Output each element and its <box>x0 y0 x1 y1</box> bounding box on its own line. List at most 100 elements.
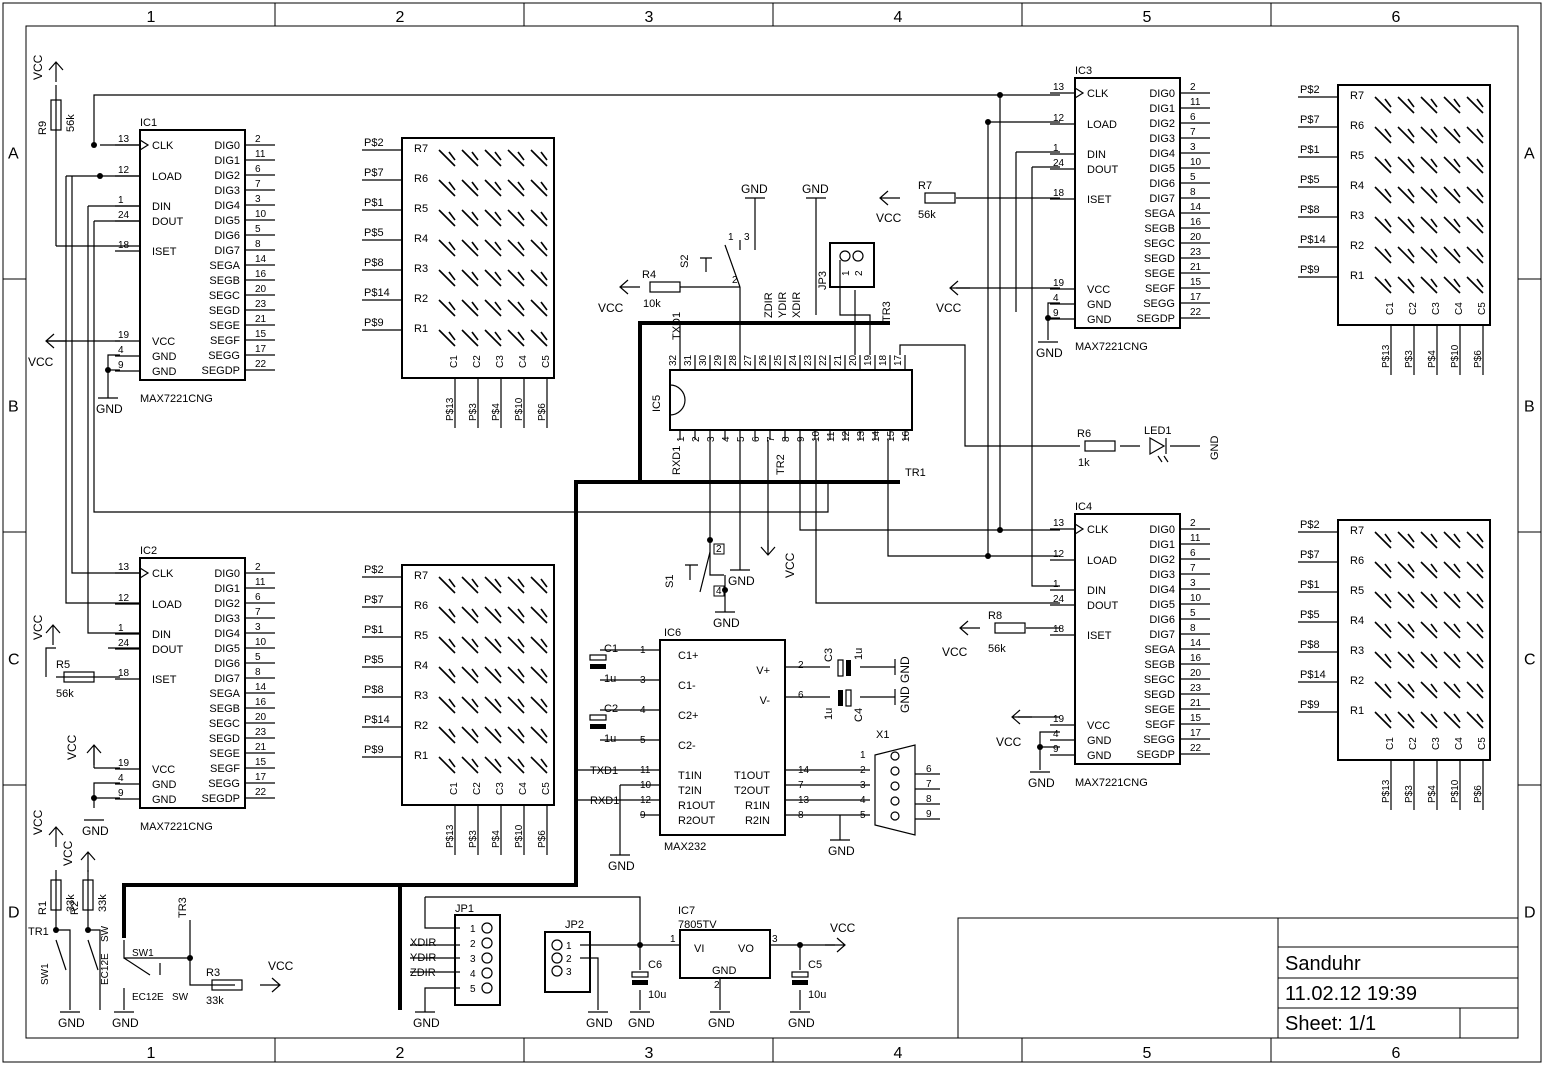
matrix-led-icon <box>484 606 502 624</box>
pin-name: SEGA <box>1144 644 1175 656</box>
led1: LED1 GND <box>1144 425 1221 463</box>
pin-number: 8 <box>1190 623 1196 634</box>
matrix-row-label: R1 <box>1350 705 1364 717</box>
matrix-col-net: P$13 <box>1381 779 1392 803</box>
mcu-pin-number: 23 <box>803 354 814 366</box>
svg-text:TR3: TR3 <box>177 897 189 918</box>
misc-net-labels: TR1 TR3 <box>28 897 189 938</box>
pin-number: 16 <box>255 269 267 280</box>
capacitor-c6: C6 10u <box>631 959 666 1001</box>
ground-icon: GND <box>788 1011 815 1030</box>
grid-col-top: 6 <box>1392 9 1401 26</box>
max232-pin-number: 12 <box>640 795 652 806</box>
matrix-col-net: P$13 <box>445 397 456 421</box>
pin-number: 22 <box>255 787 267 798</box>
grid-row-right: B <box>1524 399 1535 416</box>
junctions <box>53 92 1051 961</box>
matrix-led-icon <box>438 239 456 257</box>
signal-bus <box>122 321 900 1010</box>
pin-name: SEGA <box>209 260 240 272</box>
matrix-led-icon <box>1443 96 1461 114</box>
matrix-led-icon <box>1374 246 1392 264</box>
pin-name: CLK <box>152 140 174 152</box>
grid-col-top: 3 <box>645 9 654 26</box>
matrix-led-icon <box>1466 96 1484 114</box>
matrix-col-net: P$6 <box>1473 785 1484 803</box>
svg-text:GND: GND <box>112 1016 139 1030</box>
svg-text:SW: SW <box>172 992 189 1003</box>
pin-number: 7 <box>1190 563 1196 574</box>
pin-number: 4 <box>1053 293 1059 304</box>
matrix-led-icon <box>530 269 548 287</box>
svg-text:4: 4 <box>716 586 722 597</box>
matrix-led-icon <box>484 636 502 654</box>
svg-text:VCC: VCC <box>936 301 962 315</box>
svg-text:VCC: VCC <box>268 959 294 973</box>
net-rxd1-max: RXD1 <box>590 795 619 807</box>
pin-number: 23 <box>255 299 267 310</box>
pin-number: 18 <box>1053 624 1065 635</box>
mcu-pin-number: 25 <box>773 354 784 366</box>
max7221-ic2: IC2MAX7221CNG13CLK12LOAD1DIN24DOUT18ISET… <box>115 545 275 833</box>
max7221-ic1: IC1MAX7221CNG13CLK12LOAD1DIN24DOUT18ISET… <box>115 117 275 405</box>
pin-name: DIG2 <box>214 170 240 182</box>
matrix-led-icon <box>1466 561 1484 579</box>
matrix-col-net: P$3 <box>1404 350 1415 368</box>
svg-text:56k: 56k <box>988 643 1006 655</box>
pin-name: GND <box>152 779 177 791</box>
svg-text:2: 2 <box>470 939 476 950</box>
pin-number: 18 <box>118 668 130 679</box>
matrix-led-icon <box>1397 621 1415 639</box>
matrix-led-icon <box>1443 156 1461 174</box>
pin-number: 3 <box>1190 578 1196 589</box>
pin-number: 8 <box>255 667 261 678</box>
jumper-jp2: JP2 123 <box>544 919 591 993</box>
grid-col-top: 1 <box>147 9 156 26</box>
matrix-row-net: P$9 <box>364 744 384 756</box>
mcu-pin-number: 22 <box>818 354 829 366</box>
capacitor-c4: 1u C4 <box>823 689 865 722</box>
pin-name: LOAD <box>1087 119 1117 131</box>
pin-name: VCC <box>1087 720 1110 732</box>
pin-name: DIG3 <box>214 613 240 625</box>
matrix-row-net: P$8 <box>1300 204 1320 216</box>
matrix-led-icon <box>461 726 479 744</box>
pin-name: DIG4 <box>1149 584 1175 596</box>
grid-col-bottom: 6 <box>1392 1045 1401 1062</box>
matrix-row-net: P$8 <box>1300 639 1320 651</box>
pin-number: 1 <box>1053 579 1059 590</box>
matrix-col-label: C4 <box>518 355 529 368</box>
driver-ref: IC4 <box>1075 501 1092 513</box>
matrix-led-icon <box>1420 216 1438 234</box>
svg-text:2: 2 <box>566 954 572 965</box>
pin-name: SEGF <box>1145 719 1175 731</box>
svg-text:1u: 1u <box>823 708 835 720</box>
driver-ref: IC2 <box>140 545 157 557</box>
pin-number: 13 <box>118 134 130 145</box>
ground-icon: GND <box>1028 771 1055 790</box>
pin-name: SEGA <box>209 688 240 700</box>
jp1-net-zdir: ZDIR <box>410 967 436 979</box>
matrix-col-label: C5 <box>1477 737 1488 750</box>
pin-name: SEGE <box>209 320 240 332</box>
mcu-pin-number: 31 <box>683 354 694 366</box>
matrix-row-label: R7 <box>414 570 428 582</box>
matrix-led-icon <box>530 726 548 744</box>
pin-name: DIG2 <box>1149 554 1175 566</box>
pin-number: 19 <box>118 330 130 341</box>
capacitor-c1: C1 1u <box>589 643 618 685</box>
matrix-led-icon <box>1397 96 1415 114</box>
matrix-led-icon <box>530 576 548 594</box>
pin-number: 9 <box>1053 308 1059 319</box>
ground-icon: GND <box>708 1011 735 1030</box>
matrix-led-icon <box>1397 156 1415 174</box>
vcc-arrow-icon: VCC <box>31 809 64 847</box>
pin-name: DIG2 <box>214 598 240 610</box>
max232-pin-number: 2 <box>798 660 804 671</box>
pin-number: 5 <box>1190 608 1196 619</box>
matrix-led-icon <box>484 329 502 347</box>
pin-number: 23 <box>1190 683 1202 694</box>
